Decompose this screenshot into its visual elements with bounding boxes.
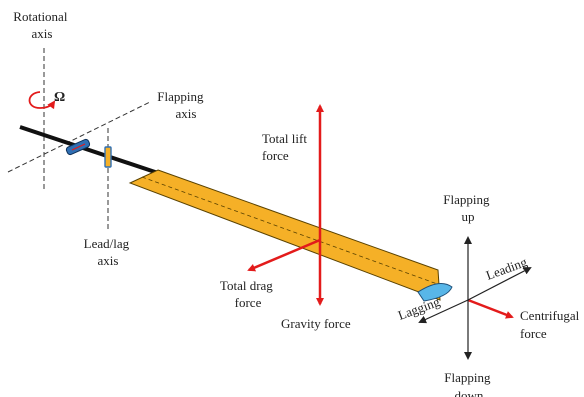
flapping-axis-line — [7, 101, 151, 173]
rotor-shaft — [19, 125, 171, 179]
lagging-label: Lagging — [396, 294, 442, 323]
leading-label: Leading — [484, 254, 530, 283]
rotation-arrow — [28, 91, 56, 110]
centrifugal-arrow — [467, 298, 514, 319]
lead-lag-axis-label: Lead/lag axis — [84, 236, 133, 268]
omega-label: Ω — [54, 90, 65, 105]
total-drag-label: Total drag force — [220, 278, 276, 310]
lead-lag-hinge — [104, 146, 112, 168]
flapping-down-label: Flapping down — [444, 370, 493, 397]
total-lift-label: Total lift force — [262, 131, 310, 163]
total-drag-arrow — [247, 238, 321, 272]
flapping-hinge-pin — [71, 143, 86, 151]
blade-tip — [417, 282, 453, 302]
lagging-arrow — [418, 299, 469, 324]
flapping-up-label: Flapping up — [443, 192, 492, 224]
gravity-force-label: Gravity force — [281, 316, 351, 331]
leading-arrow — [467, 267, 532, 301]
rotational-axis-label: Rotational axis — [13, 9, 70, 41]
flapping-axis-label: Flapping axis — [157, 89, 206, 121]
blade-centerline — [141, 176, 441, 286]
blade — [128, 169, 441, 301]
centrifugal-force-label: Centrifugal force — [520, 308, 582, 341]
